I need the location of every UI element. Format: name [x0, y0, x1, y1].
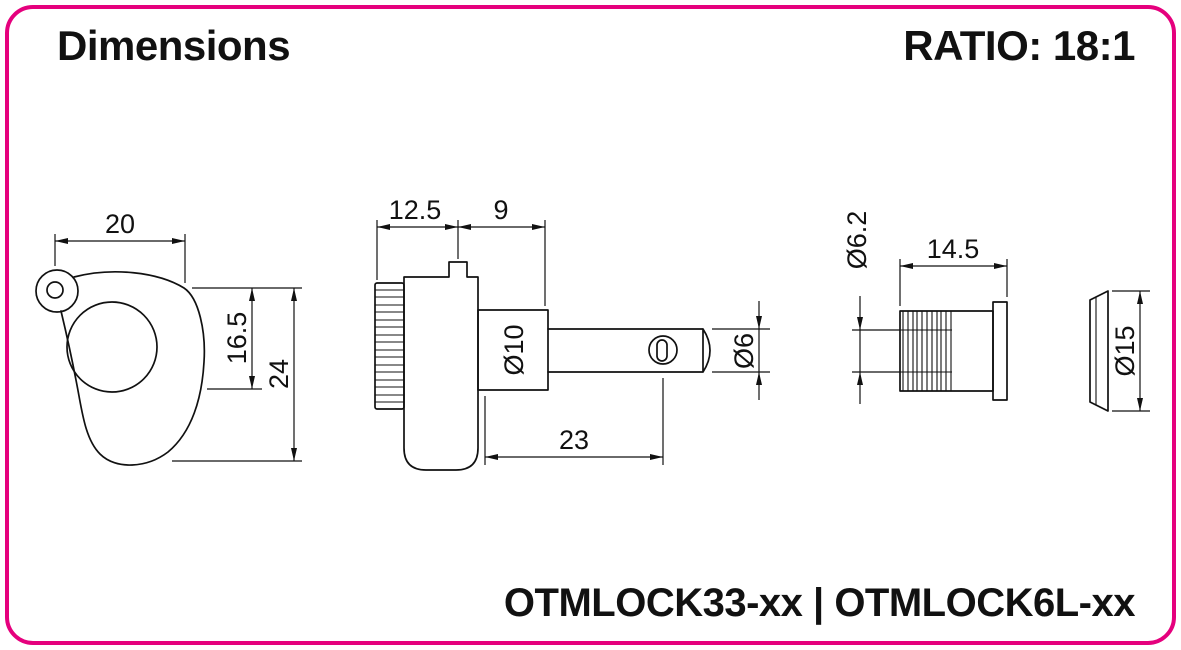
dim-post-length: 23: [559, 425, 589, 455]
dim-knob-thickness: 12.5: [389, 195, 442, 225]
view-washer: Ø15: [1089, 290, 1150, 412]
view-tuner-button: 20 16.5 24: [35, 209, 302, 466]
dim-button-total-height: 24: [264, 359, 294, 389]
dim-bushing-bore: Ø6.2: [842, 211, 872, 270]
gear-housing-outline: [403, 261, 479, 471]
bushing-knurl: [900, 311, 952, 391]
dim-shaft-diameter: Ø10: [499, 324, 529, 375]
threaded-shaft: [477, 309, 549, 391]
locking-pin: [656, 339, 668, 362]
knurl-lines: [375, 289, 404, 403]
washer-outline: [1089, 290, 1109, 412]
gear-ratio-label: RATIO: 18:1: [903, 22, 1135, 69]
view-bushing: 14.5 Ø6.2: [842, 211, 1008, 404]
page-title: Dimensions: [57, 22, 291, 69]
model-number-label: OTMLOCK33-xx | OTMLOCK6L-xx: [503, 581, 1136, 625]
string-hole: [648, 335, 678, 365]
dim-bushing-length: 14.5: [927, 234, 980, 264]
button-screw-hole: [46, 281, 64, 299]
dim-washer-diameter: Ø15: [1110, 325, 1140, 376]
button-lobe-outline: [35, 269, 79, 313]
dim-upper-section: 9: [493, 195, 508, 225]
button-body-outline: [60, 270, 206, 466]
button-face-circle: [66, 301, 158, 393]
dim-button-width: 20: [105, 209, 135, 239]
knurled-knob: [374, 282, 405, 410]
dim-button-face-height: 16.5: [222, 312, 252, 365]
dim-post-diameter: Ø6: [729, 333, 759, 369]
string-post: [547, 328, 711, 373]
bushing-flange: [992, 301, 1008, 401]
view-gear-housing: 12.5 9 Ø10 Ø6 23: [374, 195, 770, 471]
